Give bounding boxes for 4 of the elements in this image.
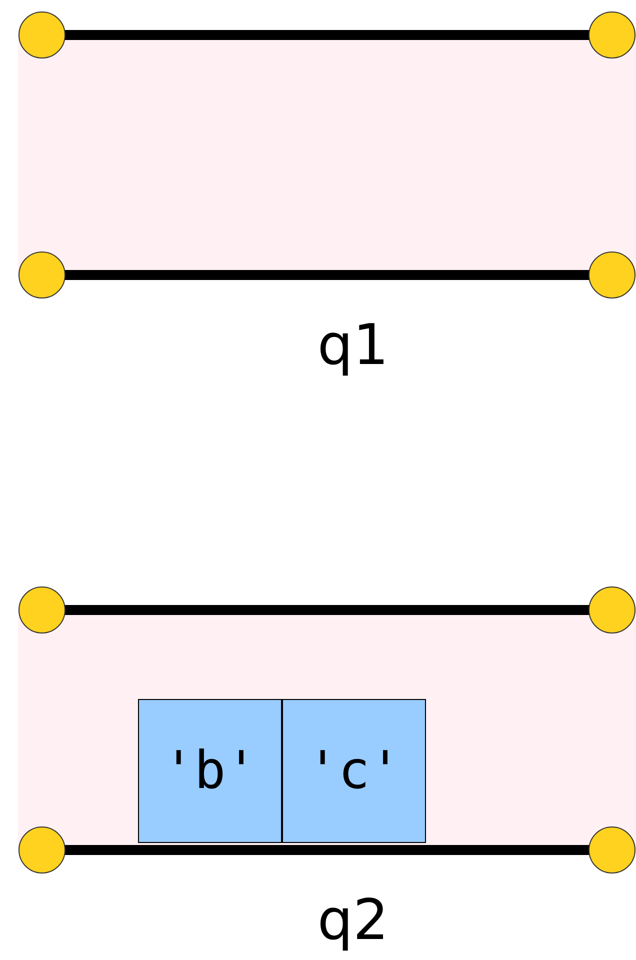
queue-item: 'c' bbox=[282, 699, 426, 843]
queue-label: q1 bbox=[317, 318, 389, 374]
queue-label: q2 bbox=[317, 893, 389, 949]
queue-item: 'b' bbox=[138, 699, 282, 843]
